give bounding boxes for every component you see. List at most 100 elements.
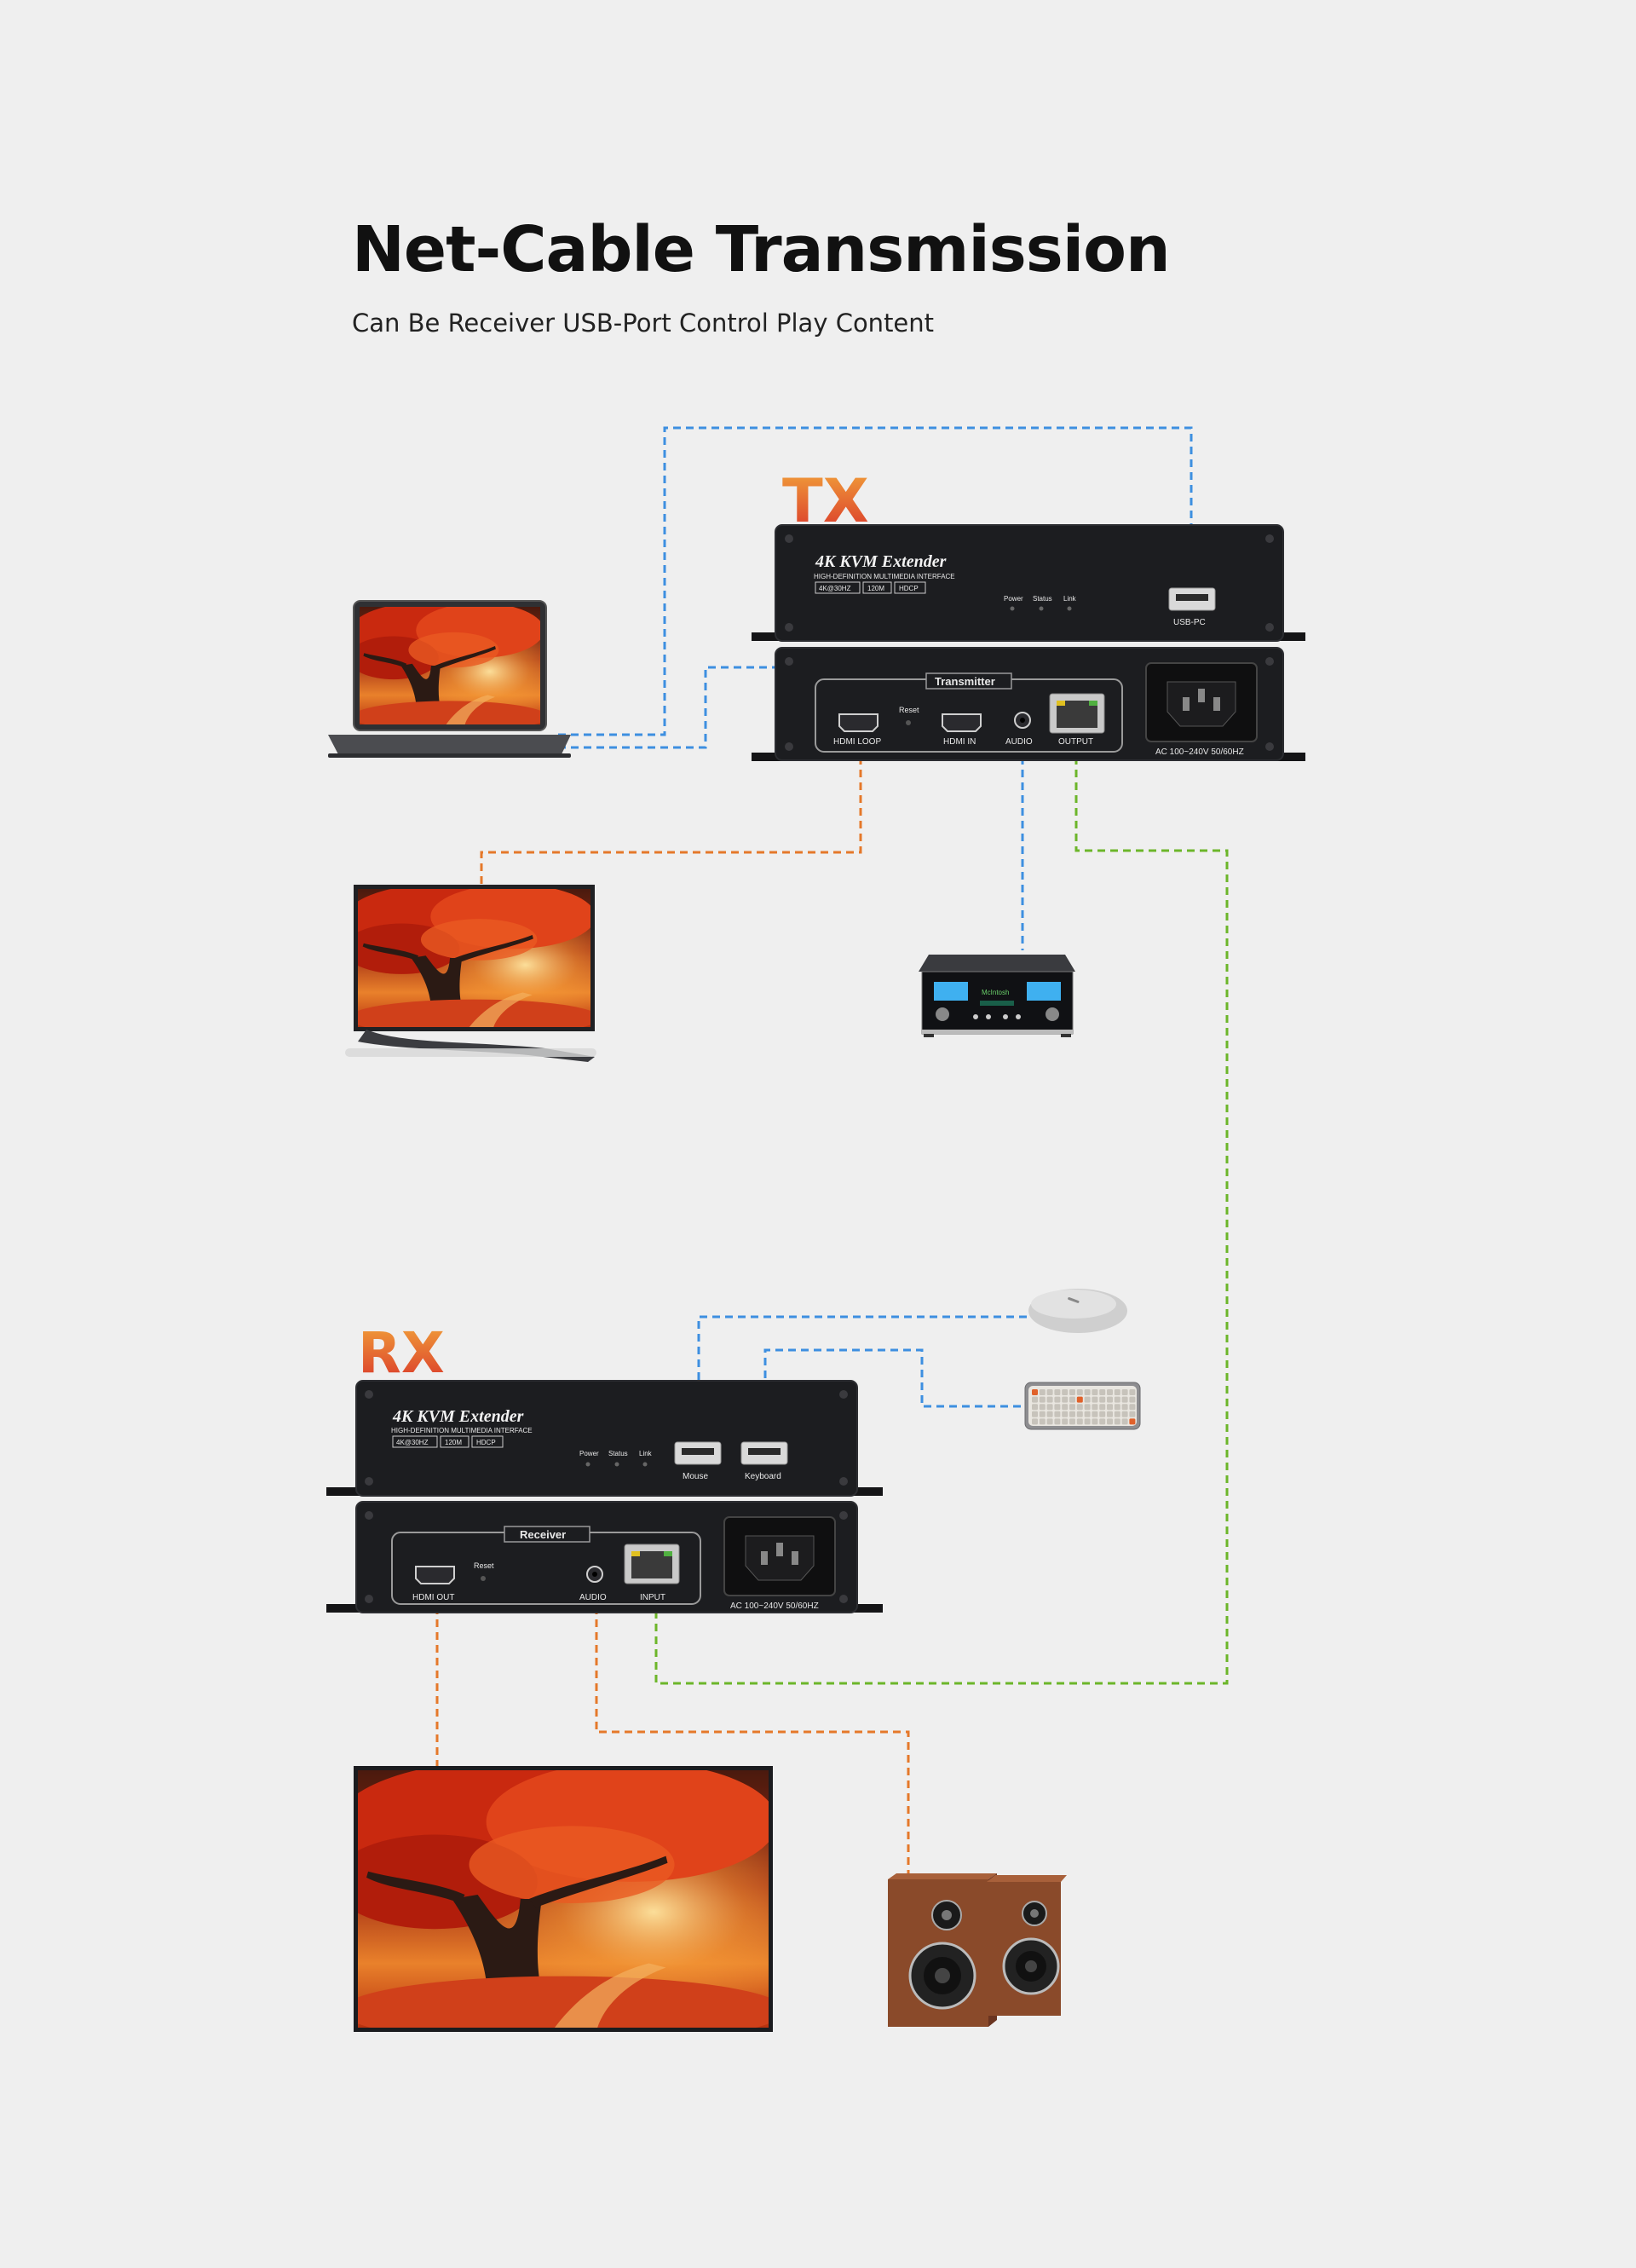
keyboard-key: [1107, 1411, 1113, 1417]
laptop: [328, 600, 571, 758]
mouse: [1028, 1289, 1127, 1333]
rx-input-label: INPUT: [640, 1593, 665, 1602]
keyboard-key: [1099, 1411, 1106, 1417]
rx-led-power: [585, 1462, 590, 1467]
keyboard-key: [1099, 1396, 1106, 1403]
keyboard-key: [1046, 1411, 1053, 1417]
keyboard-key: [1129, 1418, 1136, 1425]
keyboard-key: [1062, 1389, 1069, 1395]
rx-audio-label: AUDIO: [579, 1593, 607, 1602]
keyboard-key: [1092, 1396, 1098, 1403]
usb-cable-keyboard: [763, 1348, 1021, 1442]
tx-reset-button[interactable]: [906, 720, 911, 725]
tx-led-power: [1010, 606, 1015, 611]
tx-front-panel: 4K KVM Extender HIGH-DEFINITION MULTIMED…: [752, 524, 1305, 642]
keyboard-key: [1084, 1396, 1091, 1403]
keyboard-key: [1076, 1389, 1083, 1395]
speaker-left: [888, 1873, 997, 2027]
tx-hdmi-loop-port[interactable]: [838, 713, 878, 732]
amplifier: McIntosh: [919, 955, 1075, 1037]
tx-power-inlet[interactable]: [1145, 662, 1258, 742]
rx-spec-2: 120M: [445, 1439, 462, 1446]
keyboard-key: [1046, 1418, 1053, 1425]
keyboard-key: [1032, 1404, 1038, 1411]
rx-power-inlet[interactable]: [723, 1516, 836, 1596]
rx-badge: RX: [358, 1320, 445, 1386]
rx-usb-keyboard-label: Keyboard: [745, 1472, 781, 1481]
tx-usb-pc-label: USB-PC: [1173, 618, 1206, 627]
audio-cable-rx-to-speakers: [595, 1607, 910, 1879]
tx-panel-label: Transmitter: [935, 675, 995, 688]
receiver-tv: [354, 1766, 773, 2032]
keyboard-key: [1076, 1411, 1083, 1417]
keyboard-key: [1129, 1404, 1136, 1411]
tx-led-power-label: Power: [1004, 595, 1023, 603]
tx-output-label: OUTPUT: [1058, 737, 1093, 747]
keyboard-key: [1084, 1389, 1091, 1395]
keyboard-key: [1121, 1389, 1128, 1395]
keyboard-key: [1076, 1404, 1083, 1411]
keyboard-key: [1107, 1404, 1113, 1411]
keyboard-key: [1092, 1418, 1098, 1425]
tx-audio-label: AUDIO: [1005, 737, 1033, 747]
keyboard-key: [1069, 1389, 1075, 1395]
usb-cable-laptop-to-usbpc: [558, 426, 1193, 736]
keyboard-key: [1121, 1404, 1128, 1411]
keyboard-key: [1069, 1396, 1075, 1403]
keyboard-key: [1107, 1418, 1113, 1425]
rx-hdmi-out-port[interactable]: [415, 1566, 455, 1584]
rx-reset-button[interactable]: [481, 1576, 486, 1581]
keyboard-key: [1121, 1396, 1128, 1403]
page-subtitle: Can Be Receiver USB-Port Control Play Co…: [352, 309, 935, 338]
amplifier-brand: McIntosh: [982, 989, 1009, 996]
rx-audio-jack[interactable]: [586, 1566, 603, 1583]
keyboard-key: [1069, 1411, 1075, 1417]
keyboard-key: [1032, 1396, 1038, 1403]
keyboard-key: [1039, 1411, 1046, 1417]
keyboard-key: [1121, 1418, 1128, 1425]
keyboard-key: [1039, 1418, 1046, 1425]
tx-usb-pc-port[interactable]: [1168, 587, 1216, 611]
speaker-right: [987, 1875, 1067, 2016]
rx-led-status: [614, 1462, 619, 1467]
keyboard-key: [1084, 1411, 1091, 1417]
keyboard-key: [1039, 1396, 1046, 1403]
tx-spec-2: 120M: [867, 585, 884, 592]
keyboard-key: [1032, 1389, 1038, 1395]
keyboard-key: [1084, 1418, 1091, 1425]
rx-usb-mouse-port[interactable]: [674, 1441, 722, 1465]
keyboard-key: [1032, 1411, 1038, 1417]
rx-spec-badges: 4K@30HZ 120M HDCP: [392, 1435, 504, 1448]
keyboard-key: [1129, 1396, 1136, 1403]
rx-led-link: [642, 1462, 648, 1467]
keyboard-key: [1039, 1389, 1046, 1395]
keyboard-key: [1114, 1404, 1120, 1411]
keyboard-key: [1107, 1389, 1113, 1395]
rx-input-rj45-port[interactable]: [624, 1544, 680, 1584]
keyboard-key: [1054, 1389, 1061, 1395]
rx-panel-label: Receiver: [520, 1528, 566, 1541]
tx-led-link-label: Link: [1063, 595, 1077, 603]
keyboard-key: [1062, 1418, 1069, 1425]
keyboard-key: [1099, 1389, 1106, 1395]
keyboard-key: [1092, 1389, 1098, 1395]
keyboard-key: [1069, 1418, 1075, 1425]
tx-audio-jack[interactable]: [1014, 712, 1031, 729]
rx-spec-3: HDCP: [476, 1439, 496, 1446]
keyboard-key: [1121, 1411, 1128, 1417]
tx-hdmi-in-port[interactable]: [942, 713, 982, 732]
rx-power-label: AC 100~240V 50/60HZ: [730, 1601, 819, 1611]
tx-spec-3: HDCP: [899, 585, 919, 592]
keyboard-key: [1054, 1396, 1061, 1403]
keyboard-key: [1099, 1404, 1106, 1411]
rx-product-sub: HIGH-DEFINITION MULTIMEDIA INTERFACE: [391, 1427, 533, 1434]
tx-rear-panel: Transmitter HDMI LOOP Reset HDMI IN AUDI…: [752, 647, 1305, 761]
tx-output-rj45-port[interactable]: [1049, 693, 1105, 734]
keyboard-key: [1092, 1411, 1098, 1417]
keyboard-key: [1046, 1389, 1053, 1395]
keyboard-key: [1129, 1411, 1136, 1417]
rx-usb-keyboard-port[interactable]: [740, 1441, 788, 1465]
keyboard-key: [1062, 1411, 1069, 1417]
rx-front-panel: 4K KVM Extender HIGH-DEFINITION MULTIMED…: [326, 1380, 883, 1497]
tx-product-name: 4K KVM Extender: [815, 552, 947, 571]
